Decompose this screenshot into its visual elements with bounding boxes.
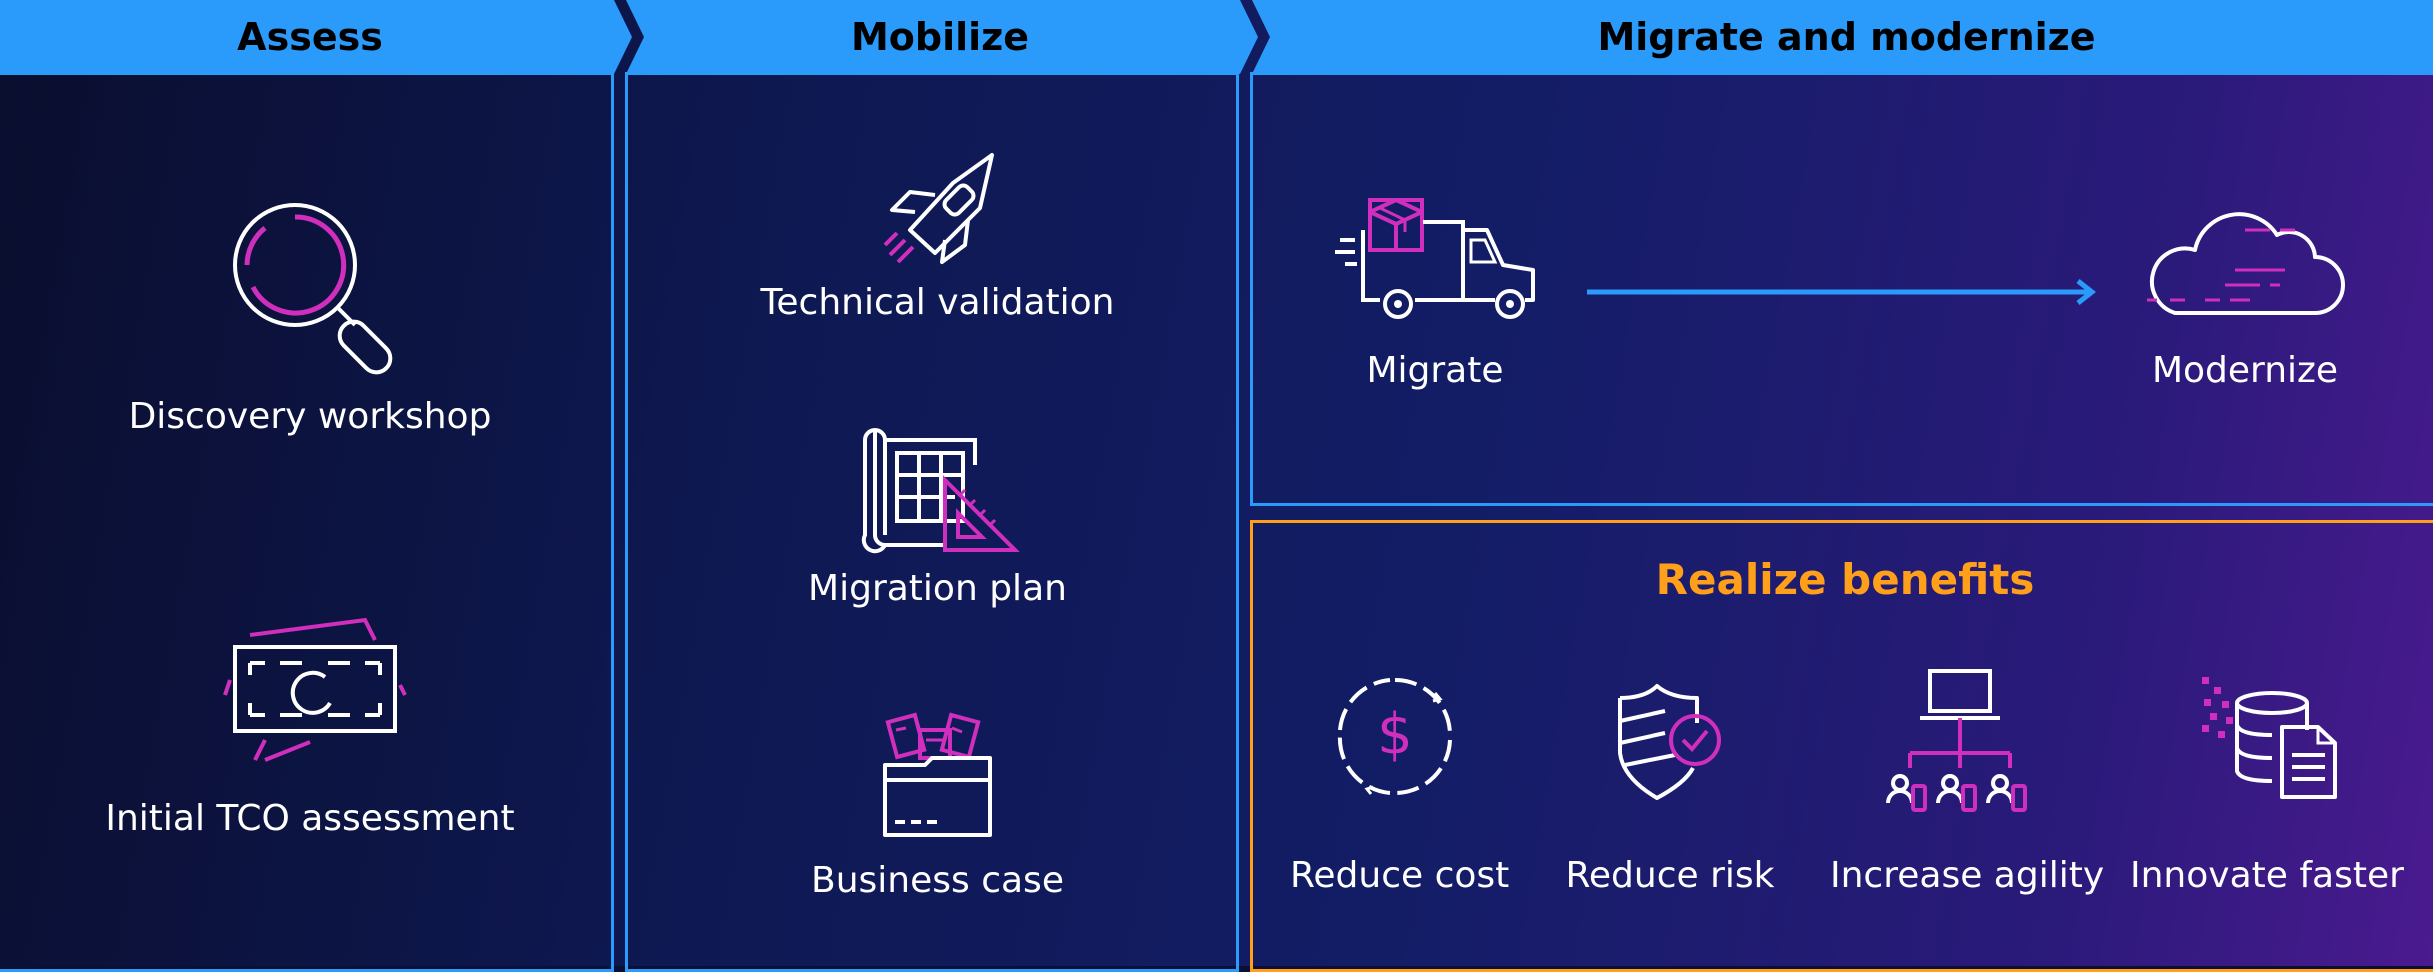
reduce-cost-label: Reduce cost	[1290, 855, 1510, 896]
network-users-icon	[1886, 669, 2027, 812]
increase-agility-label: Increase agility	[1830, 855, 2105, 896]
migration-plan-label: Migration plan	[808, 568, 1067, 609]
phase-header-bar	[0, 0, 2433, 74]
rocket-icon	[883, 153, 994, 264]
phase-assess-header: Assess	[237, 15, 383, 59]
migrate-label: Migrate	[1366, 350, 1504, 391]
database-document-icon	[2202, 677, 2337, 799]
phase-migrate-header: Migrate and modernize	[1597, 15, 2096, 59]
money-icon	[223, 617, 407, 762]
folder-docs-icon	[883, 712, 992, 837]
cloud-icon	[2147, 212, 2345, 315]
business-case-label: Business case	[811, 860, 1064, 901]
initial-tco-label: Initial TCO assessment	[105, 798, 515, 839]
shield-check-icon	[1618, 684, 1721, 800]
technical-validation-label: Technical validation	[760, 282, 1115, 323]
delivery-truck-icon	[1335, 198, 1535, 319]
magnifier-icon	[233, 203, 393, 375]
discovery-workshop-label: Discovery workshop	[128, 396, 492, 437]
realize-benefits-title: Realize benefits	[1655, 555, 2035, 604]
blueprint-icon	[861, 427, 1020, 554]
dollar-cycle-icon: $	[1337, 678, 1452, 795]
phase-mobilize-header: Mobilize	[850, 15, 1030, 59]
modernize-label: Modernize	[2151, 350, 2339, 391]
migrate-panel	[1250, 72, 2433, 506]
flow-arrow-icon	[1587, 279, 2097, 305]
reduce-risk-label: Reduce risk	[1565, 855, 1775, 896]
innovate-faster-label: Innovate faster	[2130, 855, 2404, 896]
svg-text:$: $	[1377, 702, 1413, 767]
